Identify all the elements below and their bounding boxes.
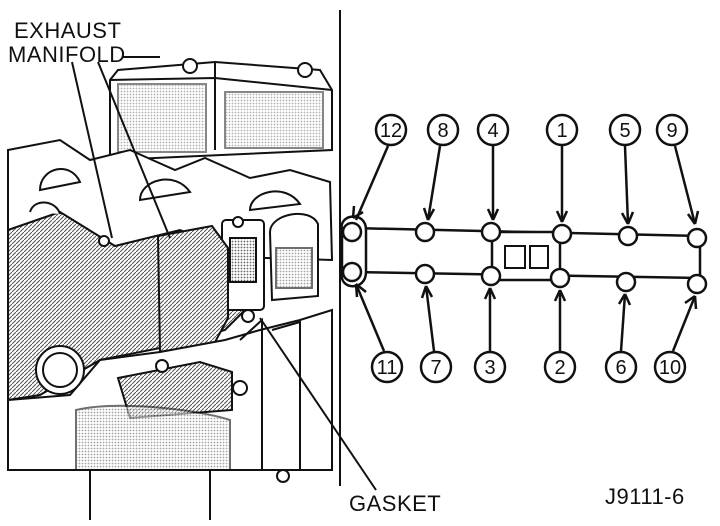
bolt-label-bottom-4: 2 — [554, 357, 565, 379]
bolt-number-labels: 12 8 4 1 5 9 11 7 3 2 6 10 — [377, 120, 682, 379]
callout-circle-4 — [476, 113, 510, 147]
bolt-label-top-4: 1 — [556, 120, 567, 142]
manifold-label: MANIFOLD — [8, 42, 126, 67]
bolt-label-bottom-6: 10 — [659, 357, 681, 379]
engine-illustration — [7, 58, 334, 520]
callout-circle-11 — [370, 350, 404, 384]
bolt-label-top-2: 8 — [437, 120, 448, 142]
bolt-label-top-3: 4 — [487, 120, 498, 142]
callout-circle-10 — [653, 350, 687, 384]
gasket-label: GASKET — [349, 491, 442, 516]
bolt-holes — [341, 221, 708, 295]
exhaust-label: EXHAUST — [14, 18, 122, 43]
bolt-label-bottom-2: 7 — [430, 357, 441, 379]
bolt-label-bottom-1: 11 — [377, 357, 398, 379]
bolt-label-bottom-3: 3 — [484, 357, 495, 379]
bolt-label-top-1: 12 — [380, 120, 402, 142]
bolt-label-bottom-5: 6 — [615, 357, 626, 379]
callout-circle-6 — [604, 350, 638, 384]
top-callouts — [351, 113, 700, 225]
callout-circle-12 — [374, 113, 408, 147]
left-leaders — [71, 56, 377, 491]
gasket-outline — [340, 215, 702, 288]
figure-id-label: J9111-6 — [605, 484, 685, 509]
bottom-callouts — [354, 283, 698, 384]
callout-circle-9 — [655, 113, 689, 147]
callout-circle-7 — [419, 350, 453, 384]
callout-circle-1 — [545, 113, 579, 147]
callout-circle-5 — [608, 113, 642, 147]
callout-circle-8 — [426, 113, 460, 147]
bolt-label-top-5: 5 — [619, 120, 630, 142]
callout-circle-2 — [543, 350, 577, 384]
bolt-label-top-6: 9 — [666, 120, 677, 142]
callout-circle-3 — [473, 350, 507, 384]
